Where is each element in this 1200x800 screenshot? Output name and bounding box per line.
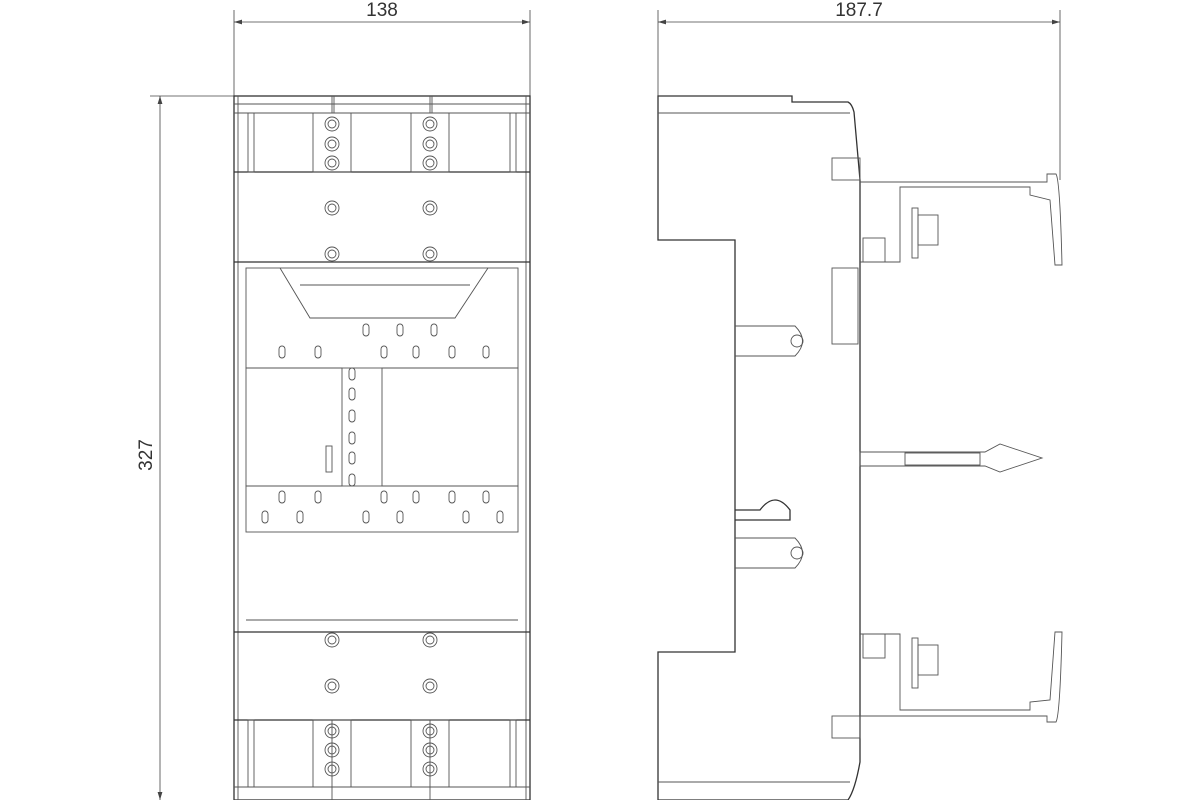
dimension-label-depth: 187.7	[835, 0, 883, 21]
terminal-hole	[425, 139, 435, 149]
vent-slot	[348, 367, 356, 381]
vent-slot	[348, 409, 356, 423]
dimension-height-front: 327	[136, 95, 234, 800]
dimension-label-height: 327	[136, 439, 157, 471]
vent-slot	[278, 345, 286, 359]
dimension-label-width: 138	[366, 0, 398, 21]
terminal-hole	[425, 203, 435, 213]
vent-slot	[348, 387, 356, 401]
vent-slot	[314, 490, 322, 504]
terminal-hole	[425, 764, 435, 774]
terminal-hole	[422, 155, 438, 171]
terminal-hole	[422, 761, 438, 777]
terminal-hole	[324, 116, 340, 132]
terminal-hole	[327, 726, 337, 736]
terminal-hole	[422, 632, 438, 648]
vent-slot	[396, 323, 404, 337]
terminal-hole	[422, 678, 438, 694]
terminal-hole	[324, 632, 340, 648]
vent-slot	[261, 510, 269, 524]
terminal-hole	[324, 200, 340, 216]
vent-slot	[496, 510, 504, 524]
terminal-hole	[327, 635, 337, 645]
terminal-hole	[425, 119, 435, 129]
terminal-hole	[425, 726, 435, 736]
vent-slot	[448, 345, 456, 359]
vent-slot	[482, 490, 490, 504]
terminal-hole	[425, 681, 435, 691]
vent-slot	[314, 345, 322, 359]
terminal-hole	[327, 119, 337, 129]
terminal-hole	[327, 203, 337, 213]
terminal-hole	[327, 764, 337, 774]
terminal-hole	[324, 246, 340, 262]
terminal-hole	[324, 136, 340, 152]
side-view	[657, 95, 1063, 800]
terminal-handle-bottom	[860, 631, 1063, 723]
terminal-handle-top	[860, 173, 1063, 266]
terminal-hole	[324, 742, 340, 758]
front-view	[233, 95, 531, 800]
vent-slot	[348, 473, 356, 487]
dimension-depth-side: 187.7	[657, 0, 1061, 180]
terminal-hole	[422, 136, 438, 152]
vent-slot	[278, 490, 286, 504]
vent-slot	[412, 490, 420, 504]
vent-slot	[348, 431, 356, 445]
dimension-width-front: 138	[233, 0, 531, 96]
terminal-hole	[324, 723, 340, 739]
terminal-hole	[422, 200, 438, 216]
terminal-hole	[324, 155, 340, 171]
terminal-hole	[425, 745, 435, 755]
terminal-hole	[327, 139, 337, 149]
vent-slot	[348, 451, 356, 465]
terminal-hole	[422, 116, 438, 132]
vent-slot	[462, 510, 470, 524]
terminal-hole	[327, 158, 337, 168]
vent-slot	[380, 345, 388, 359]
vent-slot	[380, 490, 388, 504]
terminal-hole	[422, 246, 438, 262]
vent-slot	[396, 510, 404, 524]
vent-slot	[448, 490, 456, 504]
terminal-hole	[425, 158, 435, 168]
terminal-hole	[425, 635, 435, 645]
vent-slot	[412, 345, 420, 359]
terminal-hole	[422, 742, 438, 758]
terminal-hole	[324, 678, 340, 694]
vent-slot	[430, 323, 438, 337]
terminal-hole	[422, 723, 438, 739]
terminal-hole	[324, 761, 340, 777]
vent-slot	[362, 323, 370, 337]
terminal-hole	[327, 681, 337, 691]
terminal-hole	[327, 249, 337, 259]
terminal-hole	[425, 249, 435, 259]
terminal-hole	[327, 745, 337, 755]
vent-slot	[482, 345, 490, 359]
vent-slot	[362, 510, 370, 524]
vent-slot	[296, 510, 304, 524]
